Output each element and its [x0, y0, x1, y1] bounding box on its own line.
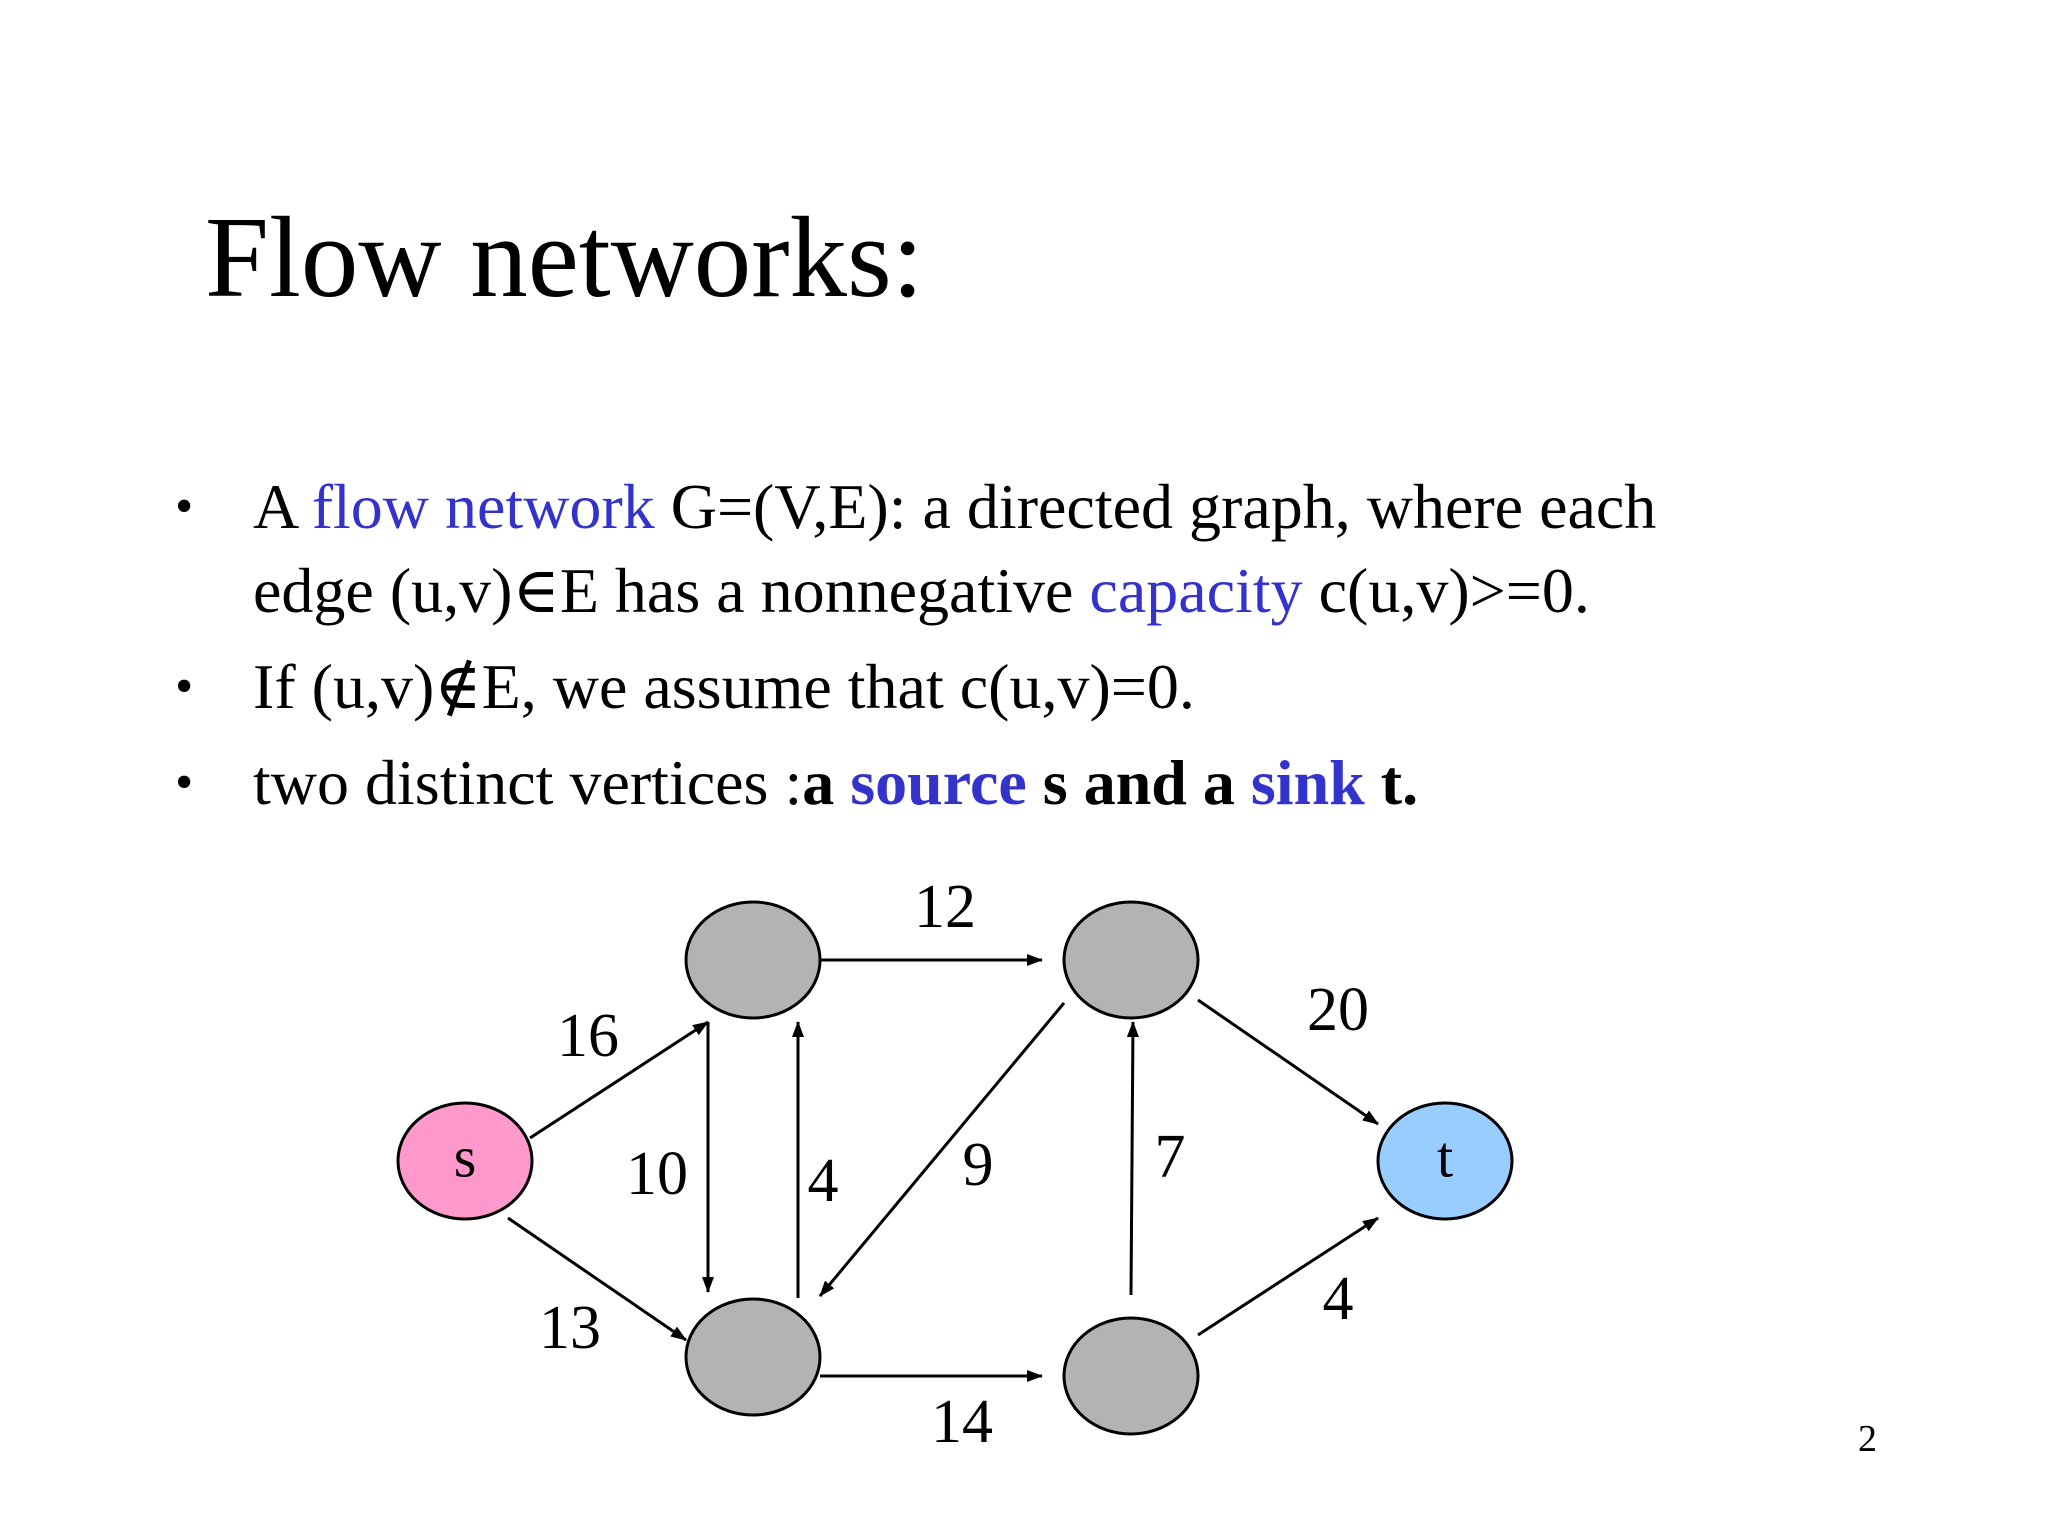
bullet-bold-text: a — [802, 747, 851, 818]
bullet-line-2: edge (u,v)∈E has a nonnegative capacity … — [253, 549, 1875, 633]
bullet-list: • A flow network G=(V,E): a directed gra… — [175, 465, 1875, 837]
bullet-bold-text: t. — [1364, 747, 1419, 818]
edge-v4-to-v3 — [1126, 1021, 1139, 1296]
node-label-s: s — [454, 1124, 477, 1189]
edge-capacity-label: 20 — [1307, 976, 1369, 1044]
bullet-marker: • — [175, 754, 194, 811]
term-sink: sink — [1250, 747, 1365, 818]
bullet-text: If (u,v) — [253, 651, 435, 722]
slide-title: Flow networks: — [205, 194, 924, 321]
node-s — [396, 1101, 534, 1221]
edge-v3-to-t — [1197, 998, 1379, 1126]
bullet-text: c(u,v)>=0. — [1302, 555, 1590, 626]
bullet-text: A — [253, 471, 312, 542]
bullet-text: edge (u,v) — [253, 555, 513, 626]
edge-capacity-label: 4 — [1323, 1265, 1354, 1333]
bullet-marker: • — [175, 478, 194, 535]
page-number: 2 — [1858, 1418, 1877, 1460]
node-t — [1376, 1101, 1514, 1221]
edge-v3-to-v2 — [818, 1002, 1066, 1297]
bullet-line-1: A flow network G=(V,E): a directed graph… — [253, 465, 1875, 549]
bullet-text: E, we assume that c(u,v)=0. — [481, 651, 1195, 722]
bullet-item-flow-network: • A flow network G=(V,E): a directed gra… — [175, 465, 1875, 633]
node-v3 — [1062, 900, 1200, 1020]
bullet-item-source-sink: • two distinct vertices :a source s and … — [175, 741, 1875, 825]
bullet-bold-text: s and a — [1026, 747, 1251, 818]
bullet-text: two distinct vertices : — [253, 747, 803, 818]
bullet-item-zero-capacity: • If (u,v)∉E, we assume that c(u,v)=0. — [175, 645, 1875, 729]
edge-capacity-label: 10 — [626, 1140, 688, 1208]
node-v4 — [1062, 1316, 1200, 1436]
bullet-marker: • — [175, 658, 194, 715]
bullet-text: G=(V,E): a directed graph, where each — [654, 471, 1657, 542]
edge-layer — [507, 954, 1379, 1382]
node-v2 — [684, 1297, 822, 1417]
edge-s-to-v2 — [507, 1216, 687, 1342]
edge-capacity-label: 13 — [539, 1294, 601, 1362]
not-element-of-symbol: ∉ — [434, 651, 482, 722]
edge-capacity-label: 9 — [963, 1131, 994, 1199]
edge-capacity-label: 7 — [1155, 1123, 1186, 1191]
node-v1 — [684, 900, 822, 1020]
edge-s-to-v1 — [529, 1020, 709, 1140]
bullet-line-1: If (u,v)∉E, we assume that c(u,v)=0. — [253, 645, 1875, 729]
bullet-line-1: two distinct vertices :a source s and a … — [253, 741, 1875, 825]
edge-capacity-label: 12 — [914, 873, 976, 941]
term-capacity: capacity — [1089, 555, 1303, 626]
bullet-text: E has a nonnegative — [559, 555, 1090, 626]
edge-capacity-label: 4 — [808, 1147, 839, 1215]
node-label-t: t — [1437, 1124, 1453, 1189]
element-of-symbol: ∈ — [512, 555, 560, 626]
term-source: source — [850, 747, 1027, 818]
edge-capacity-label: 16 — [557, 1002, 619, 1070]
label-layer: 16 13 12 10 4 9 7 14 20 4 — [539, 873, 1369, 1456]
edge-v4-to-t — [1197, 1216, 1379, 1337]
edge-capacity-label: 14 — [931, 1388, 993, 1456]
term-flow-network: flow network — [311, 471, 655, 542]
